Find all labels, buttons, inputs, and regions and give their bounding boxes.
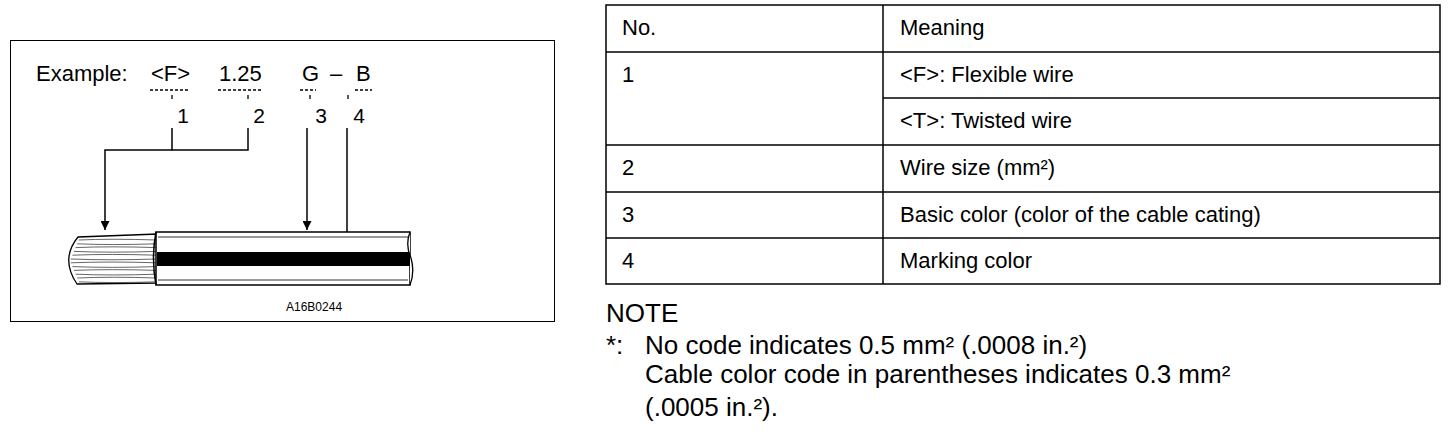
table-grid [606, 5, 1440, 284]
callout-number: 2 [253, 105, 265, 126]
table-cell: Wire size (mm²) [900, 157, 1055, 179]
figure-code: A16B0244 [286, 301, 342, 313]
code-marking-color: B [356, 63, 371, 85]
example-label: Example: [36, 63, 128, 85]
table-header: Meaning [900, 17, 984, 39]
table-cell: <T>: Twisted wire [900, 110, 1072, 132]
table-cell: Marking color [900, 250, 1032, 272]
code-size: 1.25 [219, 63, 262, 85]
marking-stripe [157, 252, 410, 266]
table-cell: 3 [622, 204, 634, 226]
table-cell: 2 [622, 157, 634, 179]
code-flexible: <F> [151, 63, 190, 85]
note-text: Cable color code in parentheses indicate… [645, 358, 1245, 424]
table-cell: 1 [622, 64, 634, 86]
table-header: No. [622, 17, 656, 39]
table-cell: <F>: Flexible wire [900, 64, 1074, 86]
code-basic-color: G [302, 63, 319, 85]
table-cell: Basic color (color of the cable cating) [900, 204, 1261, 226]
example-frame: Example: <F> 1.25 G–B 1 2 3 4A16B0244 [10, 40, 555, 322]
underline [150, 89, 372, 90]
code-dash: – [330, 63, 342, 85]
callout-number: 4 [353, 105, 365, 126]
note-marker: *: [606, 332, 623, 358]
insulation [154, 232, 413, 285]
note-text: No code indicates 0.5 mm² (.0008 in.²) [645, 332, 1087, 358]
callout-number: 1 [177, 105, 189, 126]
note-heading: NOTE [606, 300, 678, 326]
callout-number: 3 [315, 105, 327, 126]
table-cell: 4 [622, 250, 634, 272]
tick-mark [172, 95, 348, 99]
conductor-strands [69, 234, 158, 284]
